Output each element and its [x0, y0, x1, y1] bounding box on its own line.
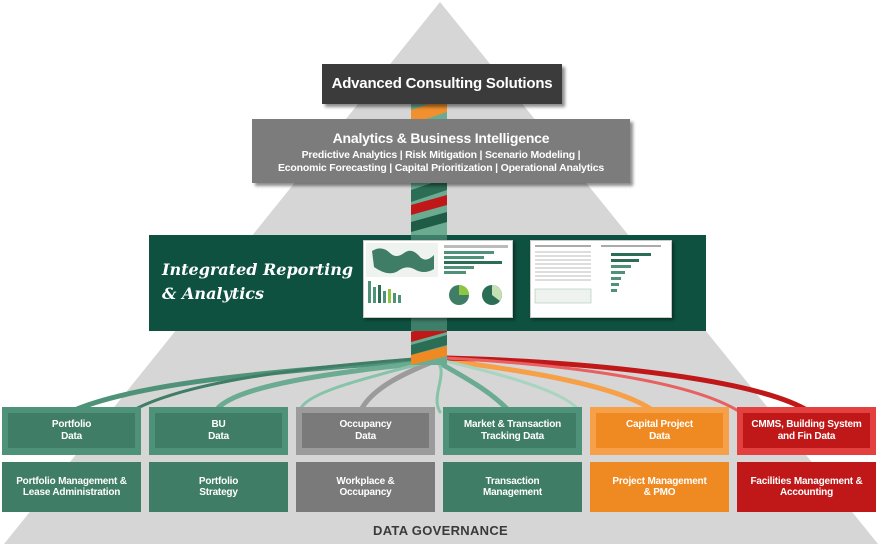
analytics-bi-line2: Economic Forecasting | Capital Prioritiz… [277, 161, 604, 174]
function-project-management-pmo: Project Management & PMO [590, 462, 729, 512]
analytics-bi-box: Analytics & Business Intelligence Predic… [252, 119, 630, 183]
source-label-top: Portfolio [51, 419, 92, 430]
function-label-top: Facilities Management & [750, 475, 863, 487]
source-portfolio-data-inner: Portfolio Data [8, 413, 135, 448]
analytics-bi-line1: Predictive Analytics | Risk Mitigation |… [301, 149, 581, 162]
function-label-bottom: Strategy [199, 487, 238, 498]
data-governance-label: DATA GOVERNANCE [373, 523, 508, 538]
function-label-top: Transaction [485, 475, 540, 487]
function-label-top: Portfolio Management & [16, 475, 127, 487]
dashboard-thumbnail-1 [363, 240, 513, 318]
source-label-bottom: Tracking Data [481, 430, 544, 442]
function-label-bottom: Management [482, 487, 543, 498]
source-bu-data-inner: BU Data [155, 413, 282, 448]
dashboard-thumbnail-2 [530, 240, 672, 318]
function-label-bottom: Occupancy [339, 487, 392, 498]
advanced-consulting-label: Advanced Consulting Solutions [331, 75, 553, 93]
source-label-bottom: Data [61, 430, 82, 442]
source-market-transaction-data-inner: Market & Transaction Tracking Data [449, 413, 576, 448]
integrated-reporting-line2: & Analytics [162, 284, 265, 303]
source-label-top: Market & Transaction [463, 419, 562, 430]
source-label-bottom: and Fin Data [777, 430, 836, 442]
source-bu-data: BU Data [149, 407, 288, 455]
function-transaction-management: Transaction Management [443, 462, 582, 512]
dashboard-table-chart-image [534, 245, 661, 304]
source-label-top: CMMS, Building System [751, 419, 862, 430]
source-label-bottom: Data [355, 430, 376, 442]
function-label-bottom: & PMO [643, 487, 676, 498]
data-strands [67, 355, 813, 415]
integrated-reporting-line1: Integrated Reporting [162, 260, 354, 279]
source-cmms-building-fin-data: CMMS, Building System and Fin Data [737, 407, 876, 455]
source-cmms-building-fin-data-inner: CMMS, Building System and Fin Data [743, 413, 870, 448]
dashboard-map-chart-image [366, 243, 508, 305]
function-label-bottom: Accounting [780, 487, 833, 498]
source-label-top: BU [211, 419, 226, 430]
source-occupancy-data: Occupancy Data [296, 407, 435, 455]
analytics-bi-title: Analytics & Business Intelligence [332, 130, 550, 147]
function-facilities-management: Facilities Management & Accounting [737, 462, 876, 512]
source-label-top: Capital Project [625, 419, 694, 430]
function-label-top: Workplace & [336, 475, 395, 487]
function-label-bottom: Lease Administration [22, 487, 121, 498]
source-label-bottom: Data [208, 430, 229, 442]
function-label-top: Project Management [612, 475, 707, 487]
function-portfolio-management: Portfolio Management & Lease Administrat… [2, 462, 141, 512]
source-capital-project-data-inner: Capital Project Data [596, 413, 723, 448]
function-portfolio-strategy: Portfolio Strategy [149, 462, 288, 512]
function-workplace-occupancy: Workplace & Occupancy [296, 462, 435, 512]
source-capital-project-data: Capital Project Data [590, 407, 729, 455]
integrated-reporting-label: Integrated Reporting & Analytics [162, 258, 362, 306]
function-label-top: Portfolio [198, 475, 239, 487]
source-label-bottom: Data [649, 430, 670, 442]
source-label-top: Occupancy [339, 419, 392, 430]
source-portfolio-data: Portfolio Data [2, 407, 141, 455]
source-market-transaction-data: Market & Transaction Tracking Data [443, 407, 582, 455]
advanced-consulting-box: Advanced Consulting Solutions [322, 64, 562, 104]
source-occupancy-data-inner: Occupancy Data [302, 413, 429, 448]
